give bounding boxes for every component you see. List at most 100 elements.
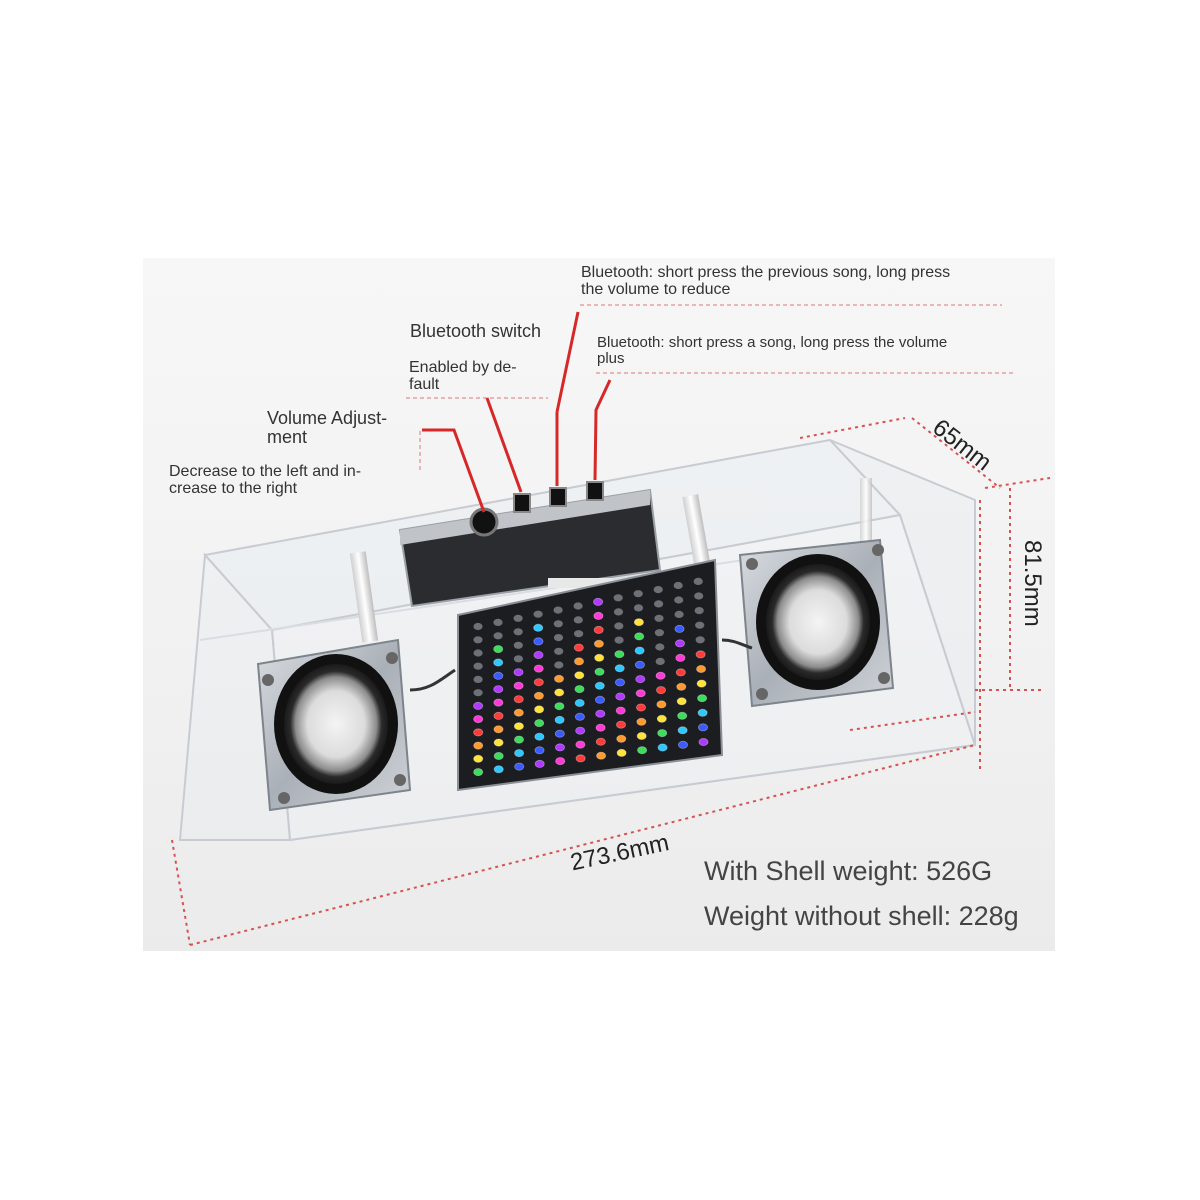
- led-dot: [513, 655, 524, 663]
- led-dot: [534, 705, 545, 714]
- wires: [409, 638, 753, 692]
- led-dot: [513, 668, 524, 677]
- led-dot: [593, 625, 604, 634]
- led-dot: [533, 678, 544, 687]
- led-dot: [554, 647, 564, 655]
- led-dot: [554, 674, 565, 683]
- led-dot: [493, 632, 503, 640]
- led-dot: [514, 762, 525, 771]
- led-dot: [593, 597, 604, 606]
- led-dot: [493, 658, 504, 667]
- led-dot: [654, 600, 664, 608]
- previous-song-label-line1: Bluetooth: short press the previous song…: [581, 264, 951, 281]
- led-dot: [555, 743, 566, 752]
- led-dot: [574, 699, 585, 708]
- led-dot: [533, 623, 544, 632]
- led-dot: [635, 689, 646, 698]
- led-dot: [698, 738, 709, 747]
- led-dot: [673, 581, 683, 590]
- led-dot: [678, 740, 689, 749]
- led-dot: [594, 667, 605, 676]
- volume-direction-line1: Decrease to the left and in-: [169, 463, 362, 480]
- led-dot: [513, 695, 524, 704]
- led-dot: [674, 624, 685, 633]
- led-dot: [593, 639, 604, 648]
- led-dot: [696, 665, 707, 674]
- led-dot: [614, 636, 624, 644]
- led-dot: [554, 715, 565, 724]
- led-dot: [534, 759, 545, 768]
- led-dot: [655, 643, 665, 651]
- led-dot: [513, 641, 523, 649]
- led-dot: [596, 751, 607, 760]
- led-dot: [697, 708, 708, 717]
- led-dot: [493, 698, 504, 707]
- led-dot: [634, 660, 645, 669]
- led-dot: [554, 729, 565, 738]
- led-dot: [513, 614, 523, 622]
- switch-button-icon: [513, 493, 531, 513]
- led-dot: [634, 632, 645, 641]
- led-dot: [513, 722, 524, 731]
- led-dot: [633, 618, 644, 627]
- led-dot: [554, 688, 565, 697]
- next-song-label: Bluetooth: short press a song, long pres…: [597, 335, 947, 367]
- led-dot: [473, 662, 483, 670]
- led-dot: [513, 708, 524, 717]
- led-dot: [555, 757, 566, 766]
- led-dot: [655, 657, 665, 666]
- enabled-by-default-line1: Enabled by de-: [409, 359, 517, 376]
- led-dot: [513, 681, 524, 690]
- led-dot: [616, 720, 627, 729]
- led-dot: [697, 694, 708, 703]
- right-speaker: [738, 538, 895, 708]
- led-dot: [635, 675, 646, 684]
- volume-direction-line2: crease to the right: [169, 479, 298, 497]
- previous-song-label: Bluetooth: short press the previous song…: [581, 264, 951, 299]
- led-dot: [654, 614, 664, 622]
- led-dot: [493, 738, 504, 747]
- led-dot: [575, 740, 586, 749]
- led-dot: [633, 590, 643, 598]
- led-dot: [696, 679, 707, 688]
- callout-lines: [422, 311, 612, 513]
- enabled-by-default-line2: fault: [409, 375, 440, 393]
- led-dot: [695, 636, 705, 644]
- led-dot: [573, 602, 583, 610]
- led-dot: [553, 634, 564, 642]
- volume-adjustment-line1: Volume Adjust-: [267, 408, 388, 428]
- led-dot: [473, 689, 483, 697]
- led-dot: [574, 685, 585, 694]
- led-dot: [595, 709, 606, 718]
- led-dot: [613, 608, 624, 616]
- led-dot: [656, 686, 667, 695]
- next-song-label-line1: Bluetooth: short press a song, long pres…: [597, 334, 948, 351]
- led-dot: [493, 765, 504, 774]
- led-dot: [534, 719, 545, 728]
- led-dot: [633, 604, 644, 612]
- led-dot: [698, 723, 709, 732]
- led-dot: [534, 732, 545, 741]
- led-dot: [674, 610, 684, 619]
- led-dot: [573, 643, 584, 652]
- led-dot: [677, 711, 688, 720]
- led-dot: [473, 649, 483, 657]
- volume-adjustment-label: Volume Adjust- ment: [267, 409, 387, 447]
- led-dot: [493, 752, 504, 761]
- led-dot: [654, 629, 665, 637]
- led-dot: [573, 616, 583, 624]
- led-dot: [533, 637, 544, 646]
- led-dot: [677, 726, 688, 735]
- led-dot: [514, 749, 525, 758]
- led-dot: [593, 611, 604, 620]
- led-dot: [534, 746, 545, 755]
- led-dot: [693, 577, 703, 586]
- led-dot: [614, 622, 624, 630]
- led-matrix: [473, 577, 709, 777]
- weight-with-shell: With Shell weight: 526G: [704, 856, 993, 886]
- led-dot: [594, 653, 605, 662]
- led-dot: [514, 735, 525, 744]
- next-song-label-line2: plus: [597, 349, 625, 367]
- led-dot: [636, 717, 647, 726]
- led-dot: [473, 622, 483, 631]
